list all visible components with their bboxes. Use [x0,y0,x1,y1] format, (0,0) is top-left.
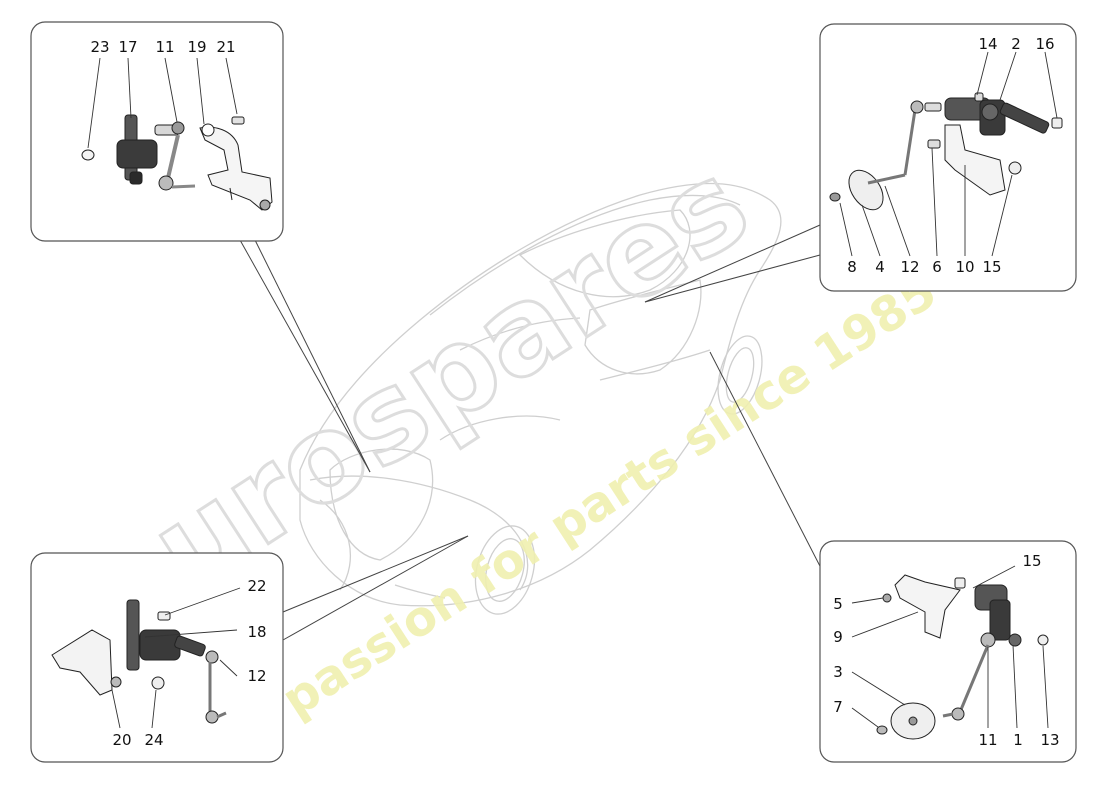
callout-21: 21 [216,38,235,56]
label-leaders [111,587,241,729]
panel-bottom-left: 22 18 12 20 24 [30,552,284,763]
callout-12: 12 [247,667,266,685]
panel-bottom-right: 15 5 9 3 7 11 1 13 [819,540,1077,763]
label-leaders [839,51,1058,257]
callout-4: 4 [875,258,885,276]
callout-5: 5 [833,595,843,613]
callout-3: 3 [833,663,843,681]
label-leaders [87,57,238,149]
callout-23: 23 [90,38,109,56]
callout-9: 9 [833,628,843,646]
callout-10: 10 [955,258,974,276]
callout-22: 22 [247,577,266,595]
callout-11: 11 [155,38,174,56]
callout-6: 6 [932,258,942,276]
callout-15: 15 [1022,552,1041,570]
parts-drawing [829,92,1063,211]
callout-18: 18 [247,623,266,641]
callout-20: 20 [112,731,131,749]
car-illustration [299,182,782,615]
panel-top-right: 14 2 16 8 4 12 6 10 15 [819,23,1077,292]
callout-7: 7 [833,698,843,716]
callout-19: 19 [187,38,206,56]
panel-top-left: 23 17 11 19 21 [30,21,284,242]
callout-15: 15 [982,258,1001,276]
parts-drawing [876,574,1049,740]
callout-8: 8 [847,258,857,276]
callout-16: 16 [1035,35,1054,53]
callout-11: 11 [978,731,997,749]
callout-2: 2 [1011,35,1021,53]
callout-13: 13 [1040,731,1059,749]
leader-lines [239,224,824,641]
callout-14: 14 [978,35,997,53]
panel-frame [819,540,1077,763]
callout-12: 12 [900,258,919,276]
label-leaders [851,565,1049,729]
callout-1: 1 [1013,731,1023,749]
callout-24: 24 [144,731,163,749]
callout-17: 17 [118,38,137,56]
